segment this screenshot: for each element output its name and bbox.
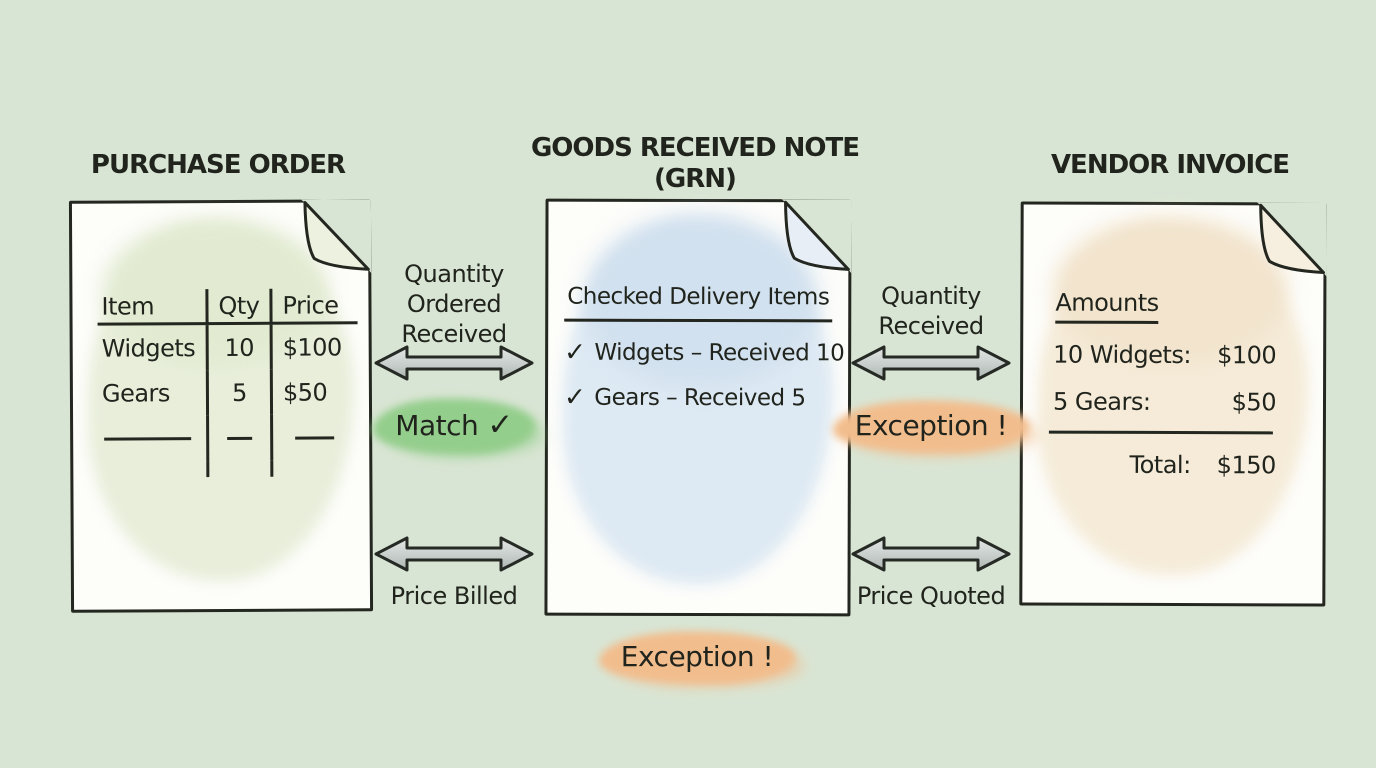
grn-subtitle: (GRN) (654, 164, 737, 194)
po-col-header: Qty (205, 288, 270, 326)
vendor-invoice-title: VENDOR INVOICE (1050, 150, 1290, 180)
blank-line (295, 435, 335, 440)
po-cell-item: Widgets (101, 333, 196, 363)
invoice-line-amount: $100 (1217, 341, 1277, 370)
page-fold-corner-icon (781, 199, 852, 274)
grn-checked-item: ✓ Gears – Received 5 (564, 383, 806, 414)
invoice-line: 10 Widgets: $100 (1053, 341, 1276, 370)
blank-line (104, 436, 192, 441)
po-col-header: Price (269, 288, 358, 325)
vendor-invoice-document: Amounts 10 Widgets: $100 5 Gears: $50 To… (1019, 201, 1327, 607)
invoice-total-amount: $150 (1216, 451, 1276, 480)
price-billed-label: Price Billed (390, 582, 518, 610)
invoice-total-label: Total: (1129, 450, 1191, 480)
price-quoted-label: Price Quoted (856, 582, 1006, 610)
match-status-text: Match (395, 408, 479, 442)
check-icon: ✓ (487, 407, 513, 443)
quantity-ordered-received-label: Quantity Ordered Received (401, 260, 507, 348)
price-exception-status: Exception ! (597, 638, 797, 675)
po-cell-qty: 10 (205, 324, 270, 371)
invoice-line-label: 10 Widgets: (1053, 340, 1192, 370)
po-cell-price: $100 (269, 324, 358, 370)
invoice-line-label: 5 Gears: (1052, 387, 1151, 416)
grn-invoice-price-arrow-icon (851, 536, 1011, 572)
po-table-header-row: Item Qty Price (97, 288, 358, 326)
grn-checked-item: ✓ Widgets – Received 10 (564, 338, 844, 369)
table-row: Widgets 10 $100 (98, 324, 358, 371)
grn-item-text: Gears – Received 5 (594, 384, 806, 412)
page-fold-corner-icon (1256, 202, 1327, 277)
invoice-line-amount: $50 (1231, 388, 1277, 417)
po-grn-price-arrow-icon (374, 536, 534, 572)
po-col-header: Item (97, 289, 206, 326)
grn-invoice-quantity-arrow-icon (851, 345, 1011, 381)
po-grn-quantity-arrow-icon (374, 345, 534, 381)
invoice-line: 5 Gears: $50 (1053, 388, 1276, 417)
quantity-received-label: Quantity Received (878, 282, 984, 340)
po-items-table: Item Qty Price Widgets 10 $100 Gears 5 $… (97, 288, 359, 478)
grn-title-line: GOODS RECEIVED NOTE (530, 133, 860, 163)
invoice-total-row: Total: $150 (1053, 451, 1276, 480)
grn-heading: Checked Delivery Items (564, 283, 833, 323)
po-blank-row (98, 414, 359, 462)
po-cell-item: Gears (101, 378, 170, 408)
quantity-exception-status: Exception ! (846, 407, 1016, 444)
match-status: Match ✓ (371, 405, 537, 445)
po-cell-price: $50 (269, 369, 359, 415)
blank-line (227, 436, 252, 440)
invoice-heading: Amounts (1055, 288, 1159, 324)
exception-status-text: Exception ! (615, 638, 779, 675)
grn-document: Checked Delivery Items ✓ Widgets – Recei… (544, 198, 852, 617)
po-table-rule-stub (98, 460, 359, 478)
check-icon: ✓ (564, 337, 586, 368)
table-row: Gears 5 $50 (98, 369, 359, 416)
check-icon: ✓ (563, 382, 586, 413)
page-fold-corner-icon (300, 199, 372, 274)
exception-status-text: Exception ! (849, 407, 1013, 444)
purchase-order-document: Item Qty Price Widgets 10 $100 Gears 5 $… (68, 199, 374, 613)
purchase-order-title: PURCHASE ORDER (90, 150, 346, 180)
grn-item-text: Widgets – Received 10 (594, 339, 845, 367)
po-cell-qty: 5 (205, 369, 271, 416)
grn-title: GOODS RECEIVED NOTE (GRN) (510, 133, 880, 195)
